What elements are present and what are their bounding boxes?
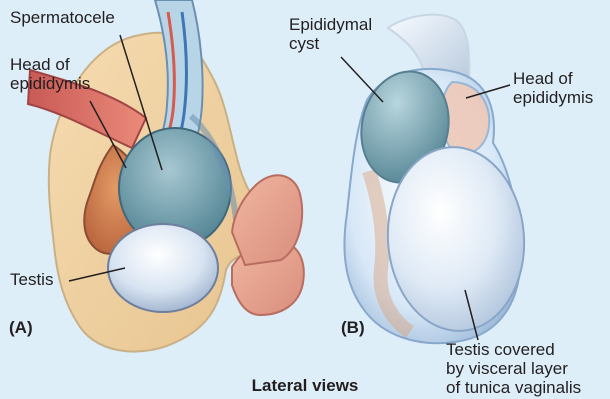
label-head-of-epididymis-a: Head of epididymis (10, 55, 90, 93)
panel-label-a: (A) (9, 318, 33, 337)
figure-caption: Lateral views (220, 376, 390, 395)
label-testis-covered: Testis covered by visceral layer of tuni… (446, 340, 581, 397)
label-testis-a: Testis (10, 270, 53, 289)
label-epididymal-cyst: Epididymal cyst (289, 15, 372, 53)
label-spermatocele: Spermatocele (10, 8, 115, 27)
panel-label-b: (B) (341, 318, 365, 337)
label-head-of-epididymis-b: Head of epididymis (513, 69, 593, 107)
